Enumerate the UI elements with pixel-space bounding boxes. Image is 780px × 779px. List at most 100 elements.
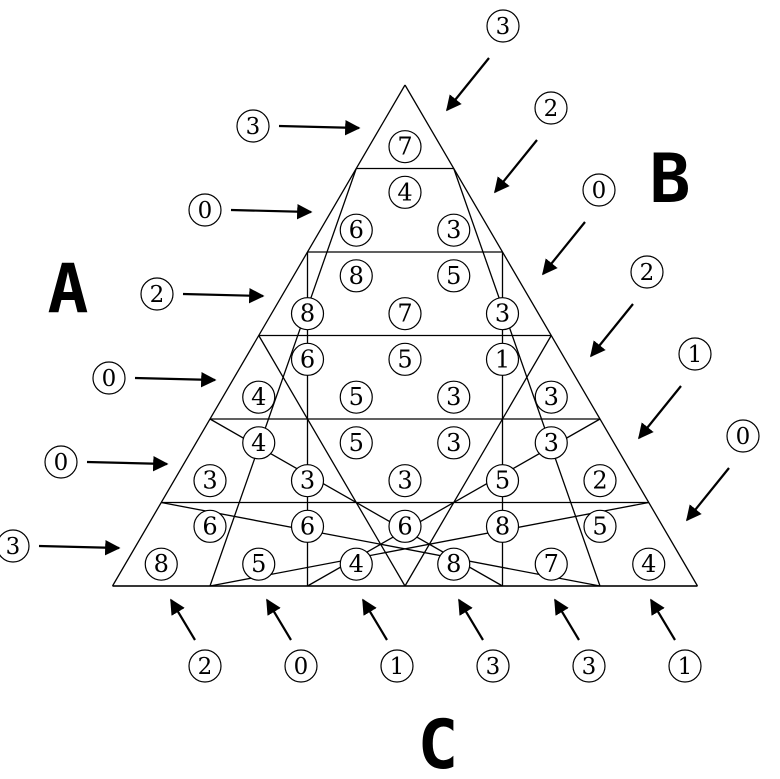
clue-c: 3 bbox=[476, 649, 510, 683]
cell-up: 3 bbox=[437, 213, 471, 247]
clue-arrow bbox=[638, 385, 682, 440]
number-text: 1 bbox=[390, 654, 405, 680]
clue-b: 1 bbox=[678, 337, 712, 371]
cell-up: 4 bbox=[242, 380, 276, 414]
cell-up: 3 bbox=[437, 380, 471, 414]
number-text: 3 bbox=[544, 429, 559, 457]
clue-arrow bbox=[554, 598, 580, 641]
clue-arrow bbox=[542, 221, 586, 276]
number-circle bbox=[144, 547, 178, 581]
number-text: 3 bbox=[544, 383, 559, 411]
number-circle bbox=[140, 277, 174, 311]
number-circle bbox=[534, 91, 568, 125]
number-text: 4 bbox=[251, 383, 266, 411]
number-circle bbox=[339, 547, 373, 581]
clue-arrow bbox=[650, 598, 676, 641]
clue-b: 3 bbox=[486, 9, 520, 43]
number-text: 3 bbox=[300, 467, 315, 495]
number-circle bbox=[339, 213, 373, 247]
clue-arrow bbox=[362, 598, 388, 641]
clue-c: 1 bbox=[668, 649, 702, 683]
grid-right-diagonal bbox=[161, 501, 601, 587]
number-text: 2 bbox=[544, 96, 559, 122]
cell-down: 4 bbox=[388, 175, 422, 209]
number-text: 2 bbox=[640, 260, 655, 286]
number-text: 0 bbox=[54, 450, 69, 476]
clue-arrow bbox=[458, 598, 484, 641]
number-text: 5 bbox=[397, 345, 412, 373]
number-text: 0 bbox=[198, 198, 213, 224]
number-circle bbox=[572, 649, 606, 683]
number-text: 3 bbox=[446, 429, 461, 457]
cell-up: 3 bbox=[290, 464, 325, 498]
clue-b: 2 bbox=[630, 255, 664, 289]
clue-b: 0 bbox=[582, 173, 616, 207]
cell-up: 3 bbox=[485, 297, 520, 331]
number-text: 2 bbox=[592, 467, 607, 495]
number-circle bbox=[437, 426, 471, 460]
clue-c: 1 bbox=[380, 649, 414, 683]
cell-down: 1 bbox=[485, 342, 520, 376]
number-text: 6 bbox=[300, 512, 315, 540]
clue-arrow bbox=[494, 139, 538, 194]
number-text: 4 bbox=[349, 550, 364, 578]
clue-b: 0 bbox=[726, 419, 760, 453]
number-text: 8 bbox=[349, 262, 364, 290]
cell-up: 3 bbox=[388, 464, 422, 498]
number-text: 7 bbox=[544, 550, 559, 578]
cell-down: 5 bbox=[388, 342, 422, 376]
clue-c: 2 bbox=[188, 649, 222, 683]
number-circle bbox=[290, 509, 325, 543]
number-circle bbox=[388, 342, 422, 376]
number-circle bbox=[485, 509, 520, 543]
number-circle bbox=[582, 173, 616, 207]
number-circle bbox=[339, 259, 373, 293]
number-circle bbox=[388, 464, 422, 498]
number-circle bbox=[437, 547, 471, 581]
number-circle bbox=[388, 130, 422, 164]
side-label-a: A bbox=[48, 250, 89, 329]
cell-up: 8 bbox=[144, 547, 178, 581]
side-label-b: B bbox=[650, 140, 691, 219]
side-label-c: C bbox=[418, 706, 459, 779]
cell-down: 4 bbox=[242, 426, 276, 460]
clue-a: 0 bbox=[92, 361, 126, 395]
number-circle bbox=[290, 297, 325, 331]
number-circle bbox=[583, 464, 617, 498]
number-circle bbox=[485, 342, 520, 376]
number-circle bbox=[437, 259, 471, 293]
clue-c: 3 bbox=[572, 649, 606, 683]
number-circle bbox=[339, 380, 373, 414]
number-circle bbox=[485, 297, 520, 331]
number-circle bbox=[380, 649, 414, 683]
number-circle bbox=[0, 529, 30, 563]
number-text: 0 bbox=[736, 424, 751, 450]
number-text: 6 bbox=[349, 216, 364, 244]
number-circle bbox=[188, 193, 222, 227]
grid-right-diagonal bbox=[258, 335, 406, 587]
number-circle bbox=[485, 464, 520, 498]
cell-down: 8 bbox=[485, 509, 520, 543]
clue-arrow bbox=[590, 303, 634, 358]
clue-arrow bbox=[38, 539, 121, 556]
number-circle bbox=[290, 464, 325, 498]
cell-down: 5 bbox=[339, 426, 373, 460]
number-circle bbox=[437, 380, 471, 414]
number-circle bbox=[388, 175, 422, 209]
cell-down: 5 bbox=[437, 259, 471, 293]
grid-left-diagonal bbox=[404, 335, 552, 587]
clue-arrow bbox=[278, 119, 361, 136]
number-text: 3 bbox=[246, 114, 261, 140]
number-text: 5 bbox=[446, 262, 461, 290]
number-text: 6 bbox=[397, 512, 412, 540]
clue-a: 3 bbox=[236, 109, 270, 143]
number-text: 3 bbox=[446, 383, 461, 411]
number-text: 5 bbox=[495, 467, 510, 495]
number-text: 3 bbox=[486, 654, 501, 680]
number-text: 8 bbox=[300, 300, 315, 328]
cell-up: 6 bbox=[339, 213, 373, 247]
clue-arrow bbox=[230, 203, 313, 220]
